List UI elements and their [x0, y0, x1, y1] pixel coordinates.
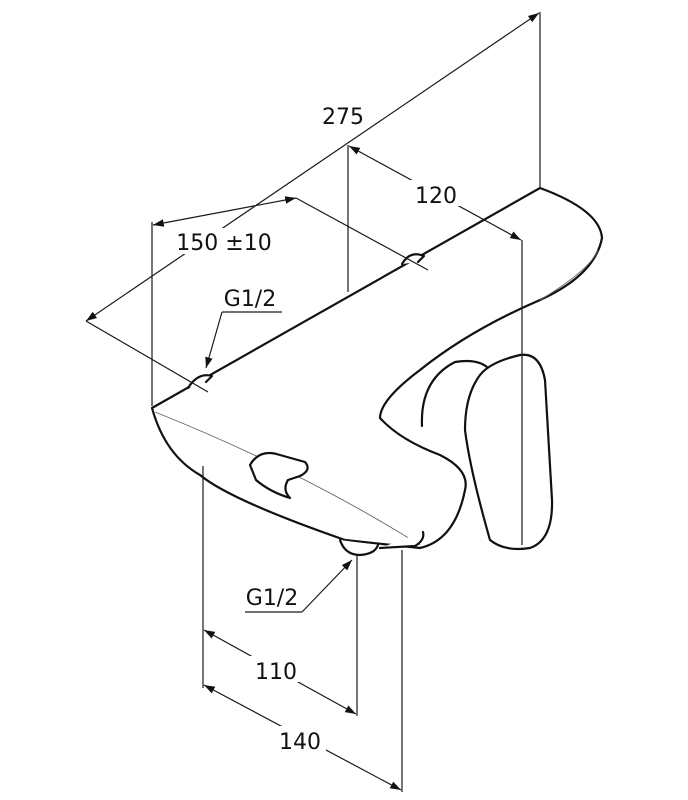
lever-base: [420, 359, 492, 428]
dimension-label-140: 140: [279, 730, 321, 755]
diverter-button: [248, 451, 309, 500]
dimension-label-275: 275: [322, 105, 364, 130]
dimension-label-120: 120: [415, 184, 457, 209]
outlet-fitting: [338, 538, 380, 557]
inlet-fitting-left: [186, 374, 214, 390]
thread-label-outlet: G1/2: [246, 586, 298, 611]
lever-handle: [463, 353, 554, 551]
dimension-lines: [85, 12, 541, 792]
dimension-label-150: 150 ±10: [176, 231, 271, 256]
dimension-label-110: 110: [255, 660, 297, 685]
thread-label-inlet: G1/2: [224, 287, 276, 312]
